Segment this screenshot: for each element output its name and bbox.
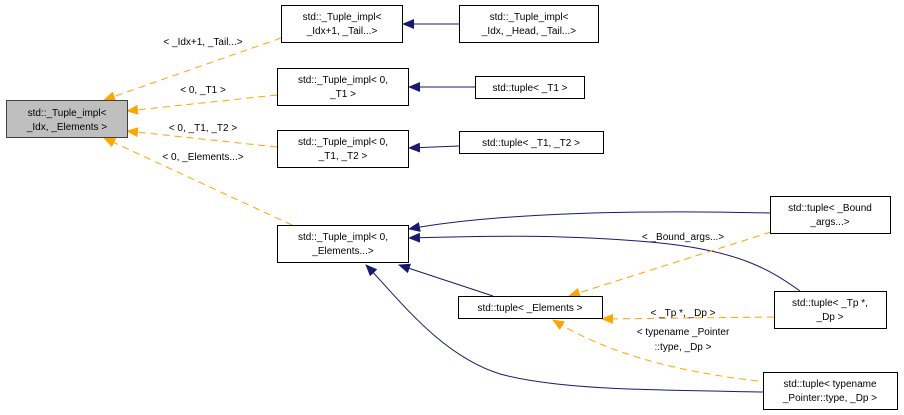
node-tuple-pointer-dp[interactable]: std::tuple< typename _Pointer::type, _Dp… [763,372,898,410]
node-tuple-impl-idx-head-tail[interactable]: std::_Tuple_impl< _Idx, _Head, _Tail...> [459,5,599,43]
node-tuple-impl-0-elements[interactable]: std::_Tuple_impl< 0, _Elements...> [277,225,409,263]
edge-template [126,127,278,148]
node-label: std::tuple< typename [783,379,877,390]
edge-inherit [408,232,801,292]
node-tuple-bound-args[interactable]: std::tuple< _Bound _args...> [770,196,891,234]
edge-label: < _Idx+1, _Tail...> [163,37,242,48]
edge-inherit [408,142,460,153]
node-label: std::_Tuple_impl< [490,12,569,23]
edge-label: < 0, _Elements...> [162,152,243,163]
edge-label: < typename _Pointer [637,327,730,338]
edge-label: < 0, _T1 > [180,85,226,96]
node-tuple-impl-0-t1-t2[interactable]: std::_Tuple_impl< 0, _T1, _T2 > [277,130,409,168]
edge-inherit [408,211,771,232]
edge-inherit [398,263,494,297]
node-label: std::tuple< _T1, _T2 > [482,138,580,149]
node-label: std::tuple< _Bound [788,203,872,214]
edge-inherit [365,264,764,393]
node-label: _Elements...> [311,246,374,257]
node-tuple-t1[interactable]: std::tuple< _T1 > [475,76,585,99]
node-label: _T1 > [329,89,356,100]
edge-template [126,94,278,115]
node-label: _Idx, _Head, _Tail...> [481,26,576,37]
edge-label: ::type, _Dp > [655,342,712,353]
node-label: std::_Tuple_impl< 0, [298,137,388,148]
node-label: std::tuple< _Tp *, [792,298,868,309]
node-tuple-impl-0-t1[interactable]: std::_Tuple_impl< 0, _T1 > [277,68,409,106]
node-tuple-tp-dp[interactable]: std::tuple< _Tp *, _Dp > [774,291,887,329]
node-label: std::tuple< _T1 > [492,83,567,94]
node-label: std::_Tuple_impl< [28,108,107,119]
node-tuple-impl-idx1-tail[interactable]: std::_Tuple_impl< _Idx+1, _Tail...> [281,5,403,43]
node-label: std::tuple< _Elements > [477,303,582,314]
edge-label: < _Bound_args...> [642,232,724,243]
node-label: std::_Tuple_impl< 0, [298,75,388,86]
edge-label: < 0, _T1, _T2 > [169,123,238,134]
node-tuple-impl-base[interactable]: std::_Tuple_impl< _Idx, _Elements > [6,100,128,138]
node-label: _Idx, _Elements > [26,122,107,133]
node-label: std::_Tuple_impl< [303,12,382,23]
node-label: _args...> [809,217,849,228]
edge-template [103,37,282,102]
edge-label: < _Tp *, _Dp > [650,308,715,319]
edge-template [601,313,775,324]
node-tuple-elements[interactable]: std::tuple< _Elements > [458,296,603,319]
node-label: _Idx+1, _Tail...> [306,26,378,37]
node-tuple-t1-t2[interactable]: std::tuple< _T1, _T2 > [459,131,604,154]
node-label: _Pointer::type, _Dp > [782,393,877,404]
edge-template [103,137,293,226]
edge-template [552,319,759,382]
node-label: _Dp > [816,312,844,323]
node-label: _T1, _T2 > [318,151,368,162]
node-label: std::_Tuple_impl< 0, [298,232,388,243]
